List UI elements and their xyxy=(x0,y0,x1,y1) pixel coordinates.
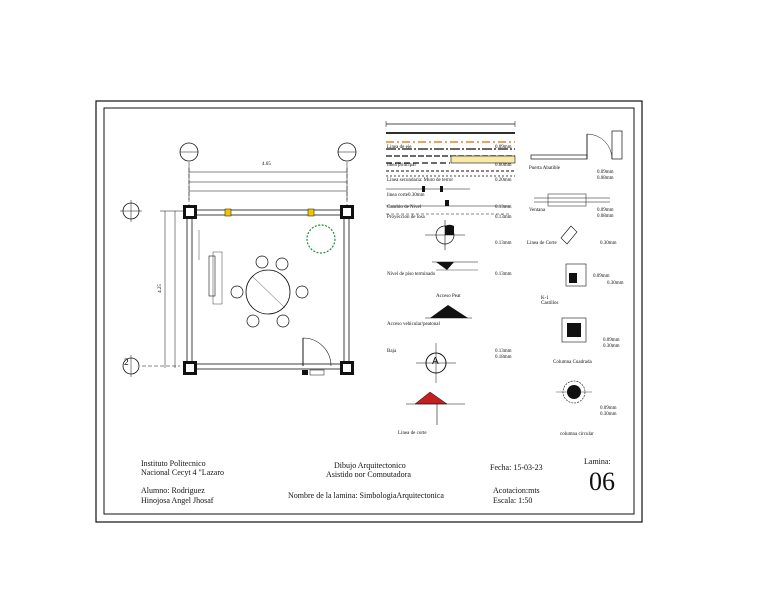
legend-symbols xyxy=(530,130,623,404)
subject-line2: Asistido por Computadora xyxy=(326,470,411,477)
legend-linea-corte2: Linea de Corte xyxy=(527,241,557,246)
units: Acotacion:mts xyxy=(493,486,540,495)
legend-linea-corte-label: Linea de corte xyxy=(398,431,427,436)
legend-bajar-val2: 0.18mm xyxy=(495,355,512,360)
dim-top-label: 4.65 xyxy=(262,162,271,167)
legend-columna-circ-val1: 0.09mm xyxy=(600,406,617,411)
legend-columna-cuad-val1: 0.09mm xyxy=(603,338,620,343)
legend-linea-principal: linea principal xyxy=(387,163,416,168)
legend-nivel-piso: Nivel de piso terminado xyxy=(387,272,436,277)
legend-lines xyxy=(385,121,516,425)
legend-cambio-nivel-val: 0.13mm xyxy=(495,205,512,210)
student-label: Alumno: Rodriguez xyxy=(141,486,205,495)
legend-columna-cuad: Columna Cuadrada xyxy=(553,360,592,365)
date: Fecha: 15-03-23 xyxy=(490,463,543,472)
legend-ventana-val1: 0.09mm xyxy=(597,208,614,213)
legend-acceso-peat: Acceso Peat xyxy=(436,294,461,299)
legend-nivel-piso-val: 0.13mm xyxy=(495,272,512,277)
sheet-label: Lamina: xyxy=(584,457,611,466)
legend-bajar-val1: 0.13mm xyxy=(495,349,512,354)
axis-label-2: 2 xyxy=(124,358,129,368)
institute-line2: Nacional Cecyt 4 "Lazaro xyxy=(141,468,225,477)
legend-proyeccion-val: 0.13mm xyxy=(495,215,512,220)
legend-linea-corte2-val: 0.30mm xyxy=(600,241,617,246)
legend-dim-val: 0.13mm xyxy=(495,241,512,246)
legend-acceso-vp: Acceso vehicular/peatonal xyxy=(387,322,440,327)
legend-ventana: Ventana xyxy=(529,208,546,213)
inner-border xyxy=(103,107,635,515)
legend-bajar: Baja xyxy=(387,349,397,354)
legend-linea-principal-val: 0.60mm xyxy=(495,163,512,168)
dim-left-label: 4.25 xyxy=(157,284,163,293)
legend-linea-secundaria: Linea secundaria: Muro de terror xyxy=(387,178,454,183)
legend-castillo-val2: 0.30mm xyxy=(607,281,624,286)
legend-puerta-val1: 0.09mm xyxy=(597,170,614,175)
student-name: Hinojosa Angel Jhosaf xyxy=(141,496,214,505)
legend-columna-circ-val2: 0.30mm xyxy=(600,412,617,417)
sheet-name: Nombre de la lamina: SimbologiaArquitect… xyxy=(288,491,444,500)
legend-linea-eje: Linea de eje xyxy=(387,145,412,150)
subject-line1: Dibujo Arquitectonico xyxy=(334,461,406,470)
floor-plan xyxy=(120,142,357,377)
section-circle-letter: A xyxy=(432,356,439,367)
legend-linea-secundaria-val: 0.20mm xyxy=(495,178,512,183)
legend-puerta: Puerta Abatible xyxy=(529,166,560,171)
legend-linea-corte: linea corte0.30mm xyxy=(387,193,425,198)
legend-puerta-val2: 0.08mm xyxy=(597,176,614,181)
outer-border xyxy=(95,100,643,523)
sheet-number: 06 xyxy=(589,467,615,496)
institute-line1: Instituto Politecnico xyxy=(141,459,206,468)
legend-columna-cuad-val2: 0.30mm xyxy=(603,344,620,349)
legend-castillo-val1: 0.09mm xyxy=(593,274,610,279)
legend-columna-circ: columna circular xyxy=(560,432,594,437)
legend-linea-eje-val: 0.09mm xyxy=(495,145,512,150)
legend-cambio-nivel: Cambio de Nivel xyxy=(387,205,422,210)
scale: Escala: 1:50 xyxy=(493,496,533,505)
legend-proyeccion: Proyeccion de losa xyxy=(387,215,425,220)
green-circle xyxy=(306,224,336,254)
legend-ventana-val2: 0.08mm xyxy=(597,214,614,219)
legend-castillo: K-1 Castillos xyxy=(541,296,559,306)
